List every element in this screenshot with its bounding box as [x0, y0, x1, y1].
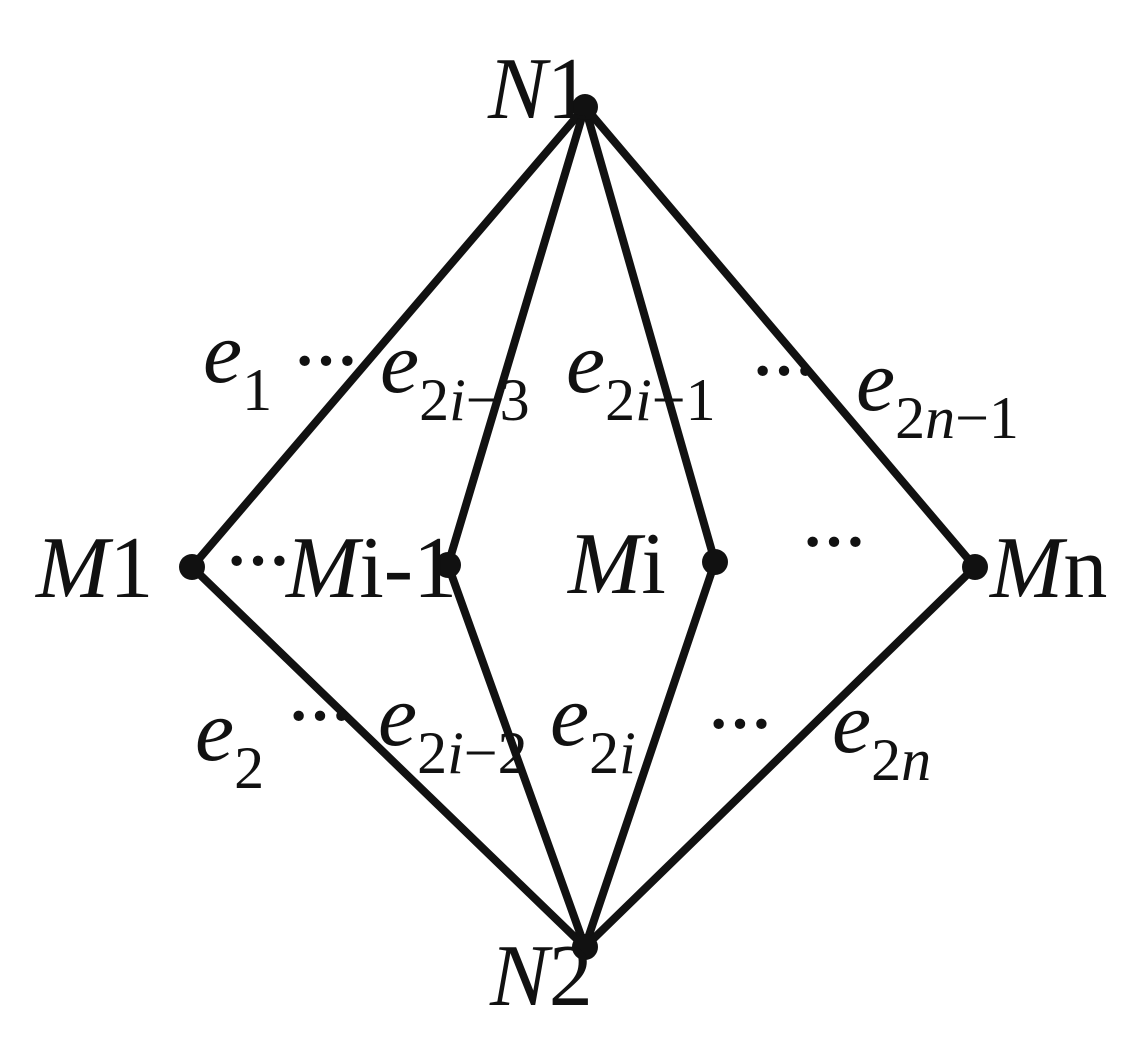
label-mi-1: Mi-1: [284, 520, 457, 617]
label-e2: e2: [195, 683, 264, 801]
ellipsis-lower-left: ···: [288, 680, 352, 751]
edge-n2-mn: [581, 563, 979, 951]
label-e2n: e2n: [832, 675, 931, 793]
node-mi-1: [435, 552, 461, 578]
label-e2i: e2i: [550, 668, 636, 786]
edge-n2-mi: [581, 558, 719, 951]
label-m1: M1: [34, 520, 153, 617]
node-mi: [702, 549, 728, 575]
label-n2: N2: [489, 928, 593, 1025]
edge-n1-mn: [581, 103, 979, 571]
label-e2i-3: e2i−3: [380, 315, 530, 433]
label-e2i-1: e2i−1: [566, 315, 716, 433]
edge-n1-mi: [581, 103, 719, 566]
node-n2: [572, 934, 598, 960]
ellipsis-upper-right: ···: [752, 335, 816, 406]
edge-n1-m1: [188, 103, 589, 571]
node-mn: [962, 554, 988, 580]
ellipsis-middle-right: ···: [802, 506, 866, 577]
label-e2n-1: e2n−1: [856, 333, 1019, 451]
edge-n1-mi-1: [444, 103, 589, 569]
ellipsis-upper-left: ···: [294, 325, 358, 396]
edge-n2-m1: [188, 563, 589, 951]
label-n1: N1: [487, 41, 591, 138]
node-n1: [572, 94, 598, 120]
edge-n2-mi-1: [444, 561, 589, 951]
node-m1: [179, 554, 205, 580]
label-mn: Mn: [988, 520, 1107, 617]
label-e1: e1: [203, 305, 272, 423]
label-mi: Mi: [566, 516, 666, 613]
ellipsis-middle-left: ···: [226, 525, 290, 596]
ellipsis-lower-right: ···: [708, 688, 772, 759]
label-e2i-2: e2i−2: [378, 668, 528, 786]
